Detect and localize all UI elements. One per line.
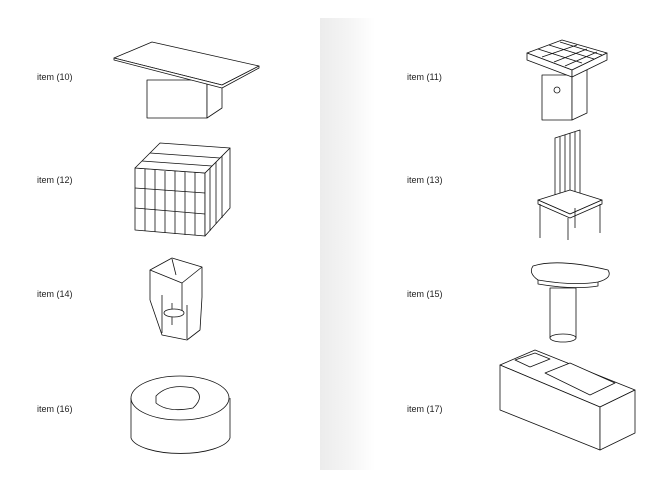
- crate-icon: [134, 142, 231, 237]
- bench-icon: [499, 349, 636, 451]
- item-label: item (16): [37, 404, 73, 414]
- console-icon: [530, 262, 610, 343]
- chair-icon: [537, 129, 603, 240]
- item-label: item (10): [37, 72, 73, 82]
- table-icon: [113, 41, 260, 119]
- stool-icon: [149, 257, 203, 341]
- ottoman-icon: [130, 375, 231, 454]
- item-label: item (14): [37, 289, 73, 299]
- item-label: item (17): [407, 404, 443, 414]
- item-label: item (13): [407, 175, 443, 185]
- item-label: item (15): [407, 289, 443, 299]
- item-label: item (12): [37, 175, 73, 185]
- side-table-icon: [526, 39, 608, 121]
- item-label: item (11): [407, 72, 442, 82]
- column-divider: [320, 18, 375, 470]
